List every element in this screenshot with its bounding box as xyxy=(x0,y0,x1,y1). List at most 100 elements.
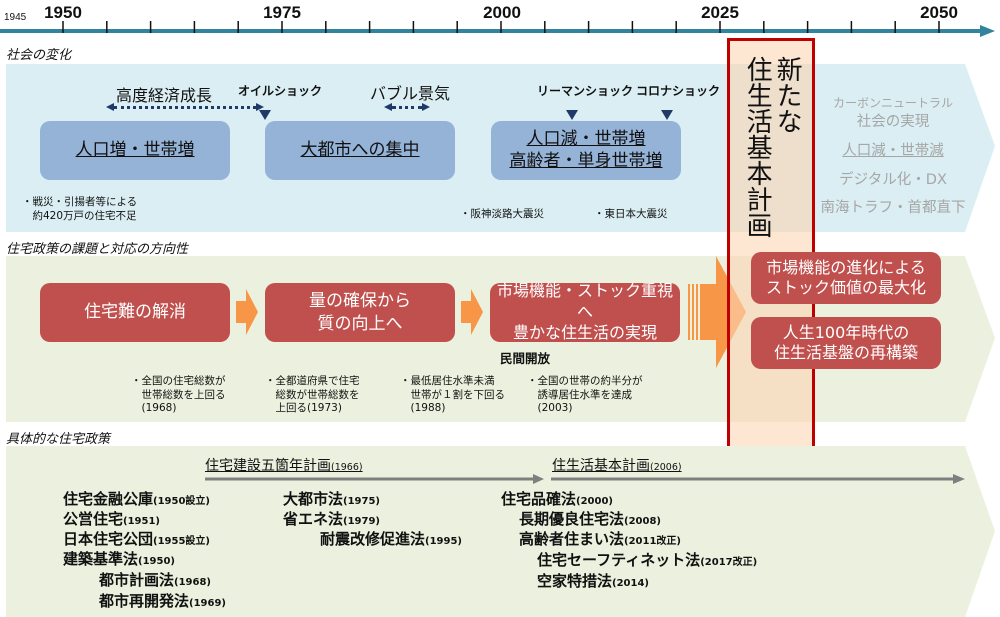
axis-ticks xyxy=(62,21,940,33)
issue-box-quality-improvement: 量の確保から 質の向上へ xyxy=(265,283,455,342)
year-label-1945: 1945 xyxy=(4,12,27,23)
law-name: 住宅品確法 xyxy=(501,490,577,508)
society-box-urban-concentration: 大都市への集中 xyxy=(265,121,455,180)
plan-year: (2006) xyxy=(650,462,682,473)
law-item: 耐震改修促進法(1995) xyxy=(320,528,462,549)
law-name: 大都市法 xyxy=(283,490,344,508)
timeline-axis xyxy=(0,21,995,37)
section-title-issues: 住宅政策の課題と対応の方向性 xyxy=(6,242,189,257)
law-item: 建築基準法(1950) xyxy=(63,548,175,569)
law-year: (1969) xyxy=(189,598,226,609)
law-item: 住宅品確法(2000) xyxy=(501,488,613,509)
law-name: 日本住宅公団 xyxy=(63,530,154,548)
box-line: 人口増・世帯増 xyxy=(75,139,195,160)
note-2003: ・全国の世帯の約半分が 誘導居住水準を達成 (2003) xyxy=(527,375,643,415)
orange-arrow-icon xyxy=(461,289,483,335)
law-year: (2017改正) xyxy=(700,557,758,568)
year-label-2000: 2000 xyxy=(483,3,521,22)
future-carbon-neutral: カーボンニュートラル xyxy=(832,96,953,110)
plan-arrows xyxy=(205,474,965,484)
orange-arrow-icon xyxy=(236,289,258,335)
year-label-1975: 1975 xyxy=(263,3,301,22)
box-line: 住生活基盤の再構築 xyxy=(773,343,918,362)
label-private-opening: 民間開放 xyxy=(500,351,551,366)
future-disaster-risk: 南海トラフ・首都直下 xyxy=(820,200,966,216)
law-year: (1950) xyxy=(138,556,175,567)
law-name: 省エネ法 xyxy=(283,510,344,528)
law-item: 高齢者住まい法(2011改正) xyxy=(519,528,681,549)
corona-shock-marker-icon xyxy=(661,110,673,120)
box-line: 豊かな住生活の実現 xyxy=(512,322,657,342)
plan-name: 住生活基本計画 xyxy=(552,458,650,474)
box-line: 人口減・世帯増 xyxy=(526,129,646,150)
box-line: 市場機能・ストック重視へ xyxy=(496,281,673,322)
oil-shock-marker-icon xyxy=(259,110,271,120)
law-year: (1950設立) xyxy=(153,496,210,507)
future-digitalization: デジタル化・DX xyxy=(839,172,947,188)
law-name: 公営住宅 xyxy=(63,510,124,528)
law-year: (1968) xyxy=(174,577,211,588)
section-title-policies: 具体的な住宅政策 xyxy=(6,432,111,447)
law-item: 日本住宅公団(1955設立) xyxy=(63,528,210,549)
note-housing-shortage: ・戦災・引揚者等による 約420万戸の住宅不足 xyxy=(22,196,138,222)
box-line: ストック価値の最大化 xyxy=(765,278,926,297)
plan-basic-living: 住生活基本計画(2006) xyxy=(552,455,682,475)
event-corona-shock: コロナショック xyxy=(636,84,721,98)
high-growth-range-arrow xyxy=(106,103,264,111)
law-item: 都市計画法(1968) xyxy=(99,569,211,590)
law-year: (2008) xyxy=(624,516,661,527)
box-line: 住宅難の解消 xyxy=(84,302,186,323)
note-hanshin-earthquake: ・阪神淡路大震災 xyxy=(460,208,544,220)
bubble-range-arrow xyxy=(384,103,430,111)
law-year: (2014) xyxy=(612,578,649,589)
year-label-2050: 2050 xyxy=(920,3,958,22)
law-name: 建築基準法 xyxy=(63,550,139,568)
note-tohoku-earthquake: ・東日本大震災 xyxy=(594,208,668,220)
law-name: 空家特措法 xyxy=(537,572,613,590)
law-item: 長期優良住宅法(2008) xyxy=(519,508,661,529)
box-line: 量の確保から xyxy=(309,291,411,312)
new-plan-title-line1: 新たな xyxy=(772,56,803,134)
year-label-2025: 2025 xyxy=(701,3,739,22)
law-item: 大都市法(1975) xyxy=(283,488,380,509)
event-oil-shock: オイルショック xyxy=(238,84,323,98)
box-line: 高齢者・単身世帯増 xyxy=(509,150,663,171)
law-name: 住宅金融公庫 xyxy=(63,490,154,508)
law-item: 都市再開発法(1969) xyxy=(99,590,226,611)
future-carbon-neutral-society: 社会の実現 xyxy=(856,114,930,130)
large-orange-arrow-icon xyxy=(688,256,746,368)
year-label-1950: 1950 xyxy=(44,3,82,22)
law-year: (2000) xyxy=(576,496,613,507)
law-name: 都市再開発法 xyxy=(99,592,190,610)
law-item: 住宅金融公庫(1950設立) xyxy=(63,488,210,509)
box-line: 大都市への集中 xyxy=(300,139,420,160)
law-item: 空家特措法(2014) xyxy=(537,570,649,591)
society-box-population-decrease: 人口減・世帯増 高齢者・単身世帯増 xyxy=(491,121,681,180)
future-issue-box-stock-value: 市場機能の進化による ストック価値の最大化 xyxy=(751,252,941,304)
policies-panel xyxy=(6,446,995,617)
law-item: 住宅セーフティネット法(2017改正) xyxy=(537,549,757,570)
law-year: (1955設立) xyxy=(153,536,210,547)
law-item: 省エネ法(1979) xyxy=(283,508,380,529)
future-issue-box-100-year-life: 人生100年時代の 住生活基盤の再構築 xyxy=(751,317,941,369)
law-item: 公営住宅(1951) xyxy=(63,508,160,529)
law-year: (1951) xyxy=(123,516,160,527)
box-line: 人生100年時代の xyxy=(782,323,910,342)
lehman-shock-marker-icon xyxy=(566,110,578,120)
period-high-growth: 高度経済成長 xyxy=(116,86,213,105)
law-name: 耐震改修促進法 xyxy=(320,530,426,548)
law-name: 住宅セーフティネット法 xyxy=(537,551,701,569)
note-1988: ・最低居住水準未満 世帯が１割を下回る (1988) xyxy=(400,375,505,415)
law-year: (1995) xyxy=(425,536,462,547)
plan-housing-construction-5year: 住宅建設五箇年計画(1966) xyxy=(205,455,363,475)
law-name: 都市計画法 xyxy=(99,571,175,589)
issue-box-market-stock: 市場機能・ストック重視へ 豊かな住生活の実現 xyxy=(490,281,680,342)
law-name: 高齢者住まい法 xyxy=(519,530,625,548)
society-box-population-increase: 人口増・世帯増 xyxy=(40,121,230,180)
law-year: (2011改正) xyxy=(624,536,681,547)
note-1968: ・全国の住宅総数が 世帯総数を上回る (1968) xyxy=(131,375,226,415)
plan-year: (1966) xyxy=(331,462,363,473)
box-line: 市場機能の進化による xyxy=(766,258,926,277)
note-1973: ・全都道府県で住宅 総数が世帯総数を 上回る(1973) xyxy=(265,375,360,415)
section-title-society: 社会の変化 xyxy=(6,48,72,63)
